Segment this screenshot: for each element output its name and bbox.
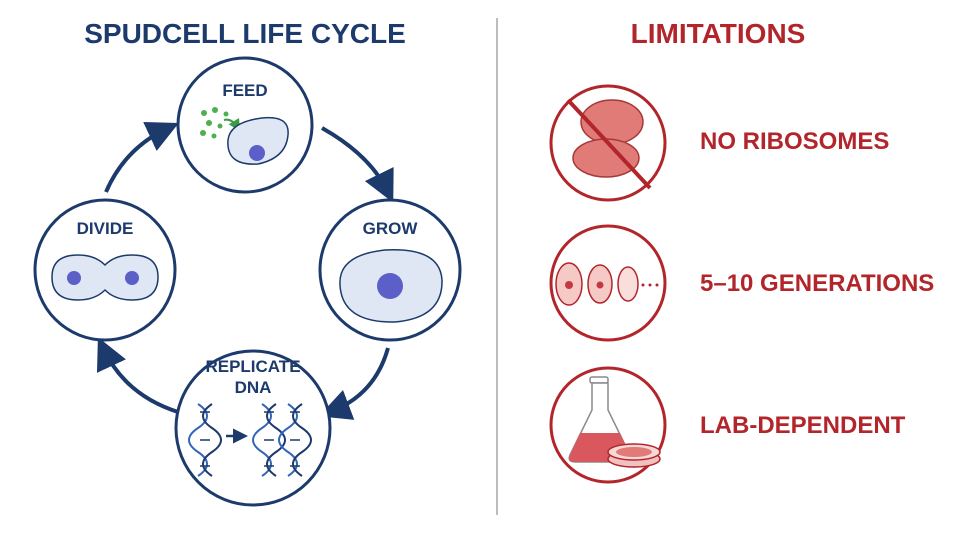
limitations-title: LIMITATIONS <box>631 18 806 49</box>
no-symbol-icon <box>566 98 652 190</box>
generation-cells-icon <box>555 262 659 306</box>
dna-icon <box>188 403 222 477</box>
dna-copy-icon-2 <box>278 403 312 477</box>
petri-dish-icon <box>607 443 661 468</box>
feed-node: FEED <box>176 56 314 194</box>
large-cell-icon <box>339 249 443 323</box>
replicate-label-line2: DNA <box>235 378 272 397</box>
cell-icon <box>227 116 289 165</box>
lab-dependent-label: LAB-DEPENDENT <box>700 412 906 439</box>
limitation-lab: LAB-DEPENDENT <box>549 366 906 484</box>
dna-copy-icon <box>252 403 286 477</box>
replicate-label-line1: REPLICATE <box>205 357 300 376</box>
feed-label: FEED <box>222 81 267 100</box>
arrow-replicate-to-divide <box>96 337 179 414</box>
limitation-ribosomes: NO RIBOSOMES <box>549 84 889 202</box>
life-cycle-title: SPUDCELL LIFE CYCLE <box>84 18 406 49</box>
divide-label: DIVIDE <box>77 219 134 238</box>
generations-label: 5–10 GENERATIONS <box>700 270 934 297</box>
arrow-divide-to-feed <box>104 121 179 193</box>
replicate-node: REPLICATE DNA <box>174 349 332 507</box>
nutrient-dots-icon <box>200 107 229 139</box>
grow-label: GROW <box>363 219 419 238</box>
arrow-feed-to-grow <box>321 126 394 203</box>
grow-node: GROW <box>318 198 462 342</box>
arrow-grow-to-replicate <box>318 347 390 420</box>
dividing-cell-icon <box>51 254 159 301</box>
divide-node: DIVIDE <box>33 198 177 342</box>
limitation-generations: 5–10 GENERATIONS <box>549 224 934 342</box>
no-ribosomes-label: NO RIBOSOMES <box>700 128 889 155</box>
